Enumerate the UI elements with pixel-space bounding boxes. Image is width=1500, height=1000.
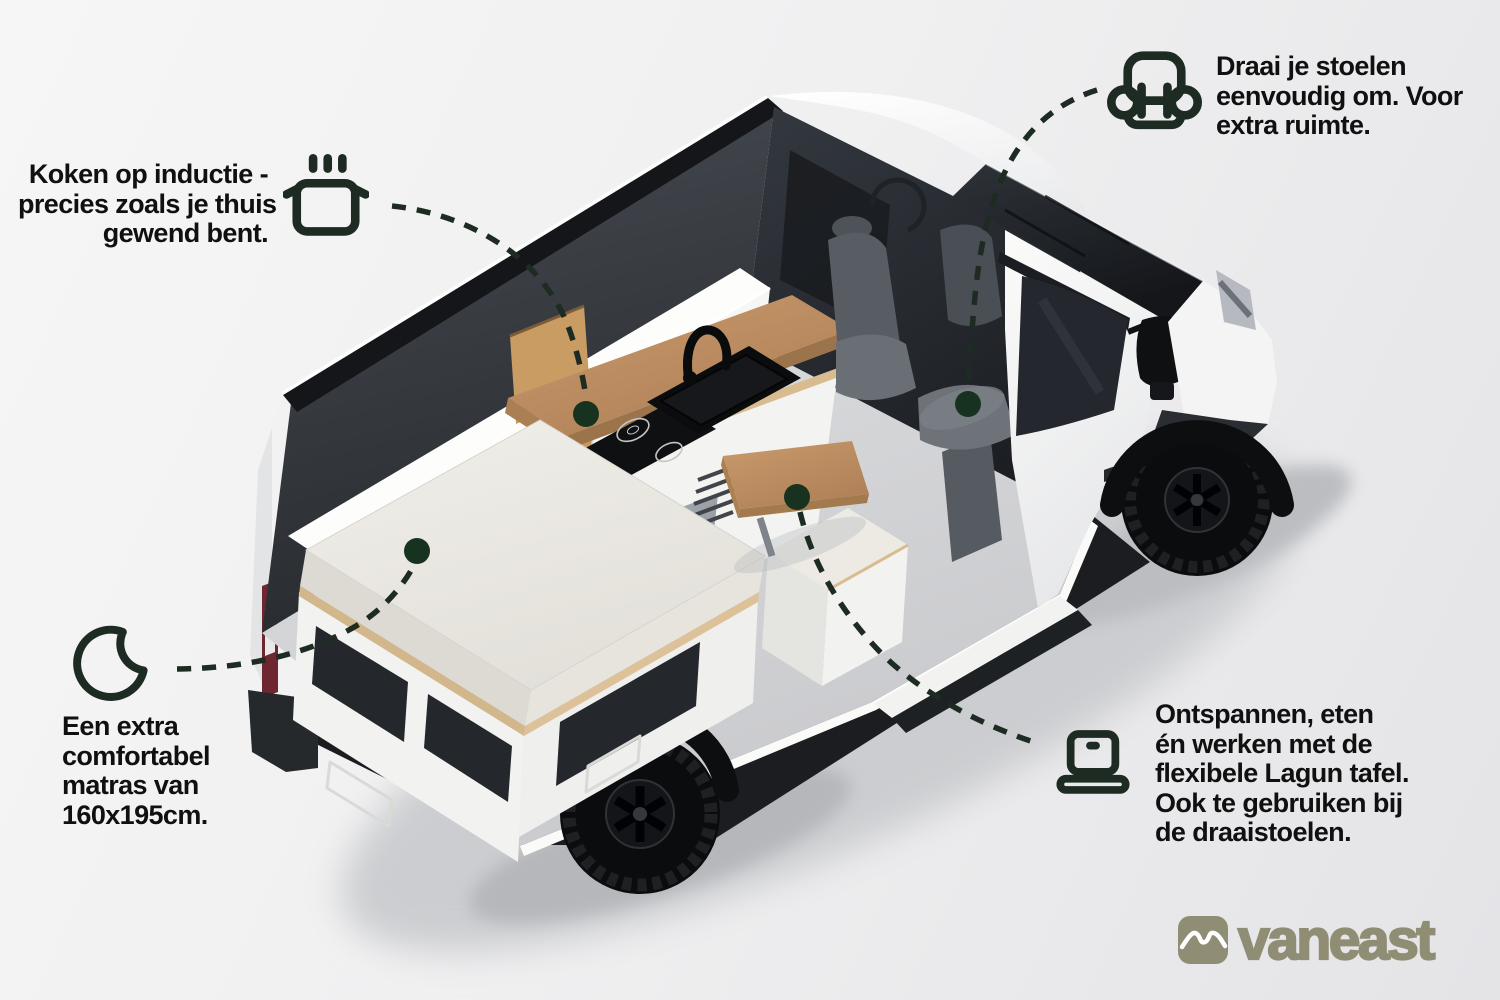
- marker-swivel-seat: [955, 391, 981, 417]
- front-fender-flare: [1100, 420, 1294, 517]
- callout-mattress-line: Een extra: [62, 711, 179, 741]
- callout-table-line: de draaistoelen.: [1155, 817, 1352, 847]
- annotation-leaders: [176, 87, 1098, 747]
- callout-table-line: én werken met de: [1155, 728, 1373, 759]
- bed-platform: [293, 419, 766, 862]
- callout-table-line: Ontspannen, eten: [1155, 699, 1374, 729]
- driver-seat-cushion: [836, 334, 916, 401]
- callout-seats-line: Draai je stoelen: [1216, 51, 1407, 81]
- laptop-icon: [1050, 728, 1136, 802]
- callout-table-line: Ook te gebruiken bij: [1155, 787, 1403, 818]
- callout-seats-line: extra ruimte.: [1216, 110, 1371, 140]
- vaneast-logo-wordmark: vaneast: [1237, 908, 1437, 972]
- callout-mattress-line: comfortabel: [62, 740, 211, 771]
- callout-cooking: Koken op inductie - precies zoals je thu…: [18, 159, 277, 249]
- callout-mattress: Een extra comfortabel matras van 160x195…: [62, 711, 211, 830]
- marker-bed: [404, 538, 430, 564]
- vaneast-logo: vaneast: [1178, 908, 1437, 972]
- leader-cooking: [391, 203, 589, 399]
- callout-seats-line: eenvoudig om. Voor: [1216, 80, 1463, 111]
- wipers: [1004, 194, 1130, 258]
- passenger-seat: [940, 224, 1002, 327]
- windshield: [952, 164, 1203, 322]
- callout-seats: Draai je stoelen eenvoudig om. Voor extr…: [1216, 51, 1463, 141]
- callout-cooking-line: precies zoals je thuis: [18, 188, 277, 219]
- steering-wheel: [869, 177, 927, 233]
- bench-seat: [762, 508, 909, 686]
- callout-table: Ontspannen, eten én werken met de flexib…: [1155, 699, 1409, 848]
- marker-hob: [573, 401, 599, 427]
- leader-bed: [176, 563, 417, 672]
- white-sill: [874, 596, 1078, 718]
- swivel-seat-pedestal: [942, 432, 1002, 562]
- pot-icon: [283, 148, 369, 246]
- countertop: [508, 295, 851, 436]
- callout-mattress-line: matras van: [62, 770, 199, 800]
- sink: [647, 325, 801, 434]
- mattress: [305, 419, 766, 691]
- vaneast-logo-mark-icon: [1178, 916, 1228, 964]
- rocker-trim: [892, 610, 1092, 733]
- callout-cooking-line: gewend bent.: [102, 218, 269, 248]
- callout-mattress-line: 160x195cm.: [62, 799, 208, 830]
- callout-table-line: flexibele Lagun tafel.: [1155, 758, 1409, 788]
- callout-cooking-line: Koken op inductie -: [28, 159, 269, 189]
- moon-icon: [70, 624, 150, 704]
- leader-seats: [965, 87, 1098, 389]
- driver-seat-back: [828, 232, 900, 358]
- faucet: [682, 325, 732, 379]
- front-wheel: [1100, 420, 1294, 576]
- marker-table: [784, 484, 810, 510]
- armchair-icon: [1107, 48, 1202, 136]
- roof-cut-edge: [283, 98, 783, 412]
